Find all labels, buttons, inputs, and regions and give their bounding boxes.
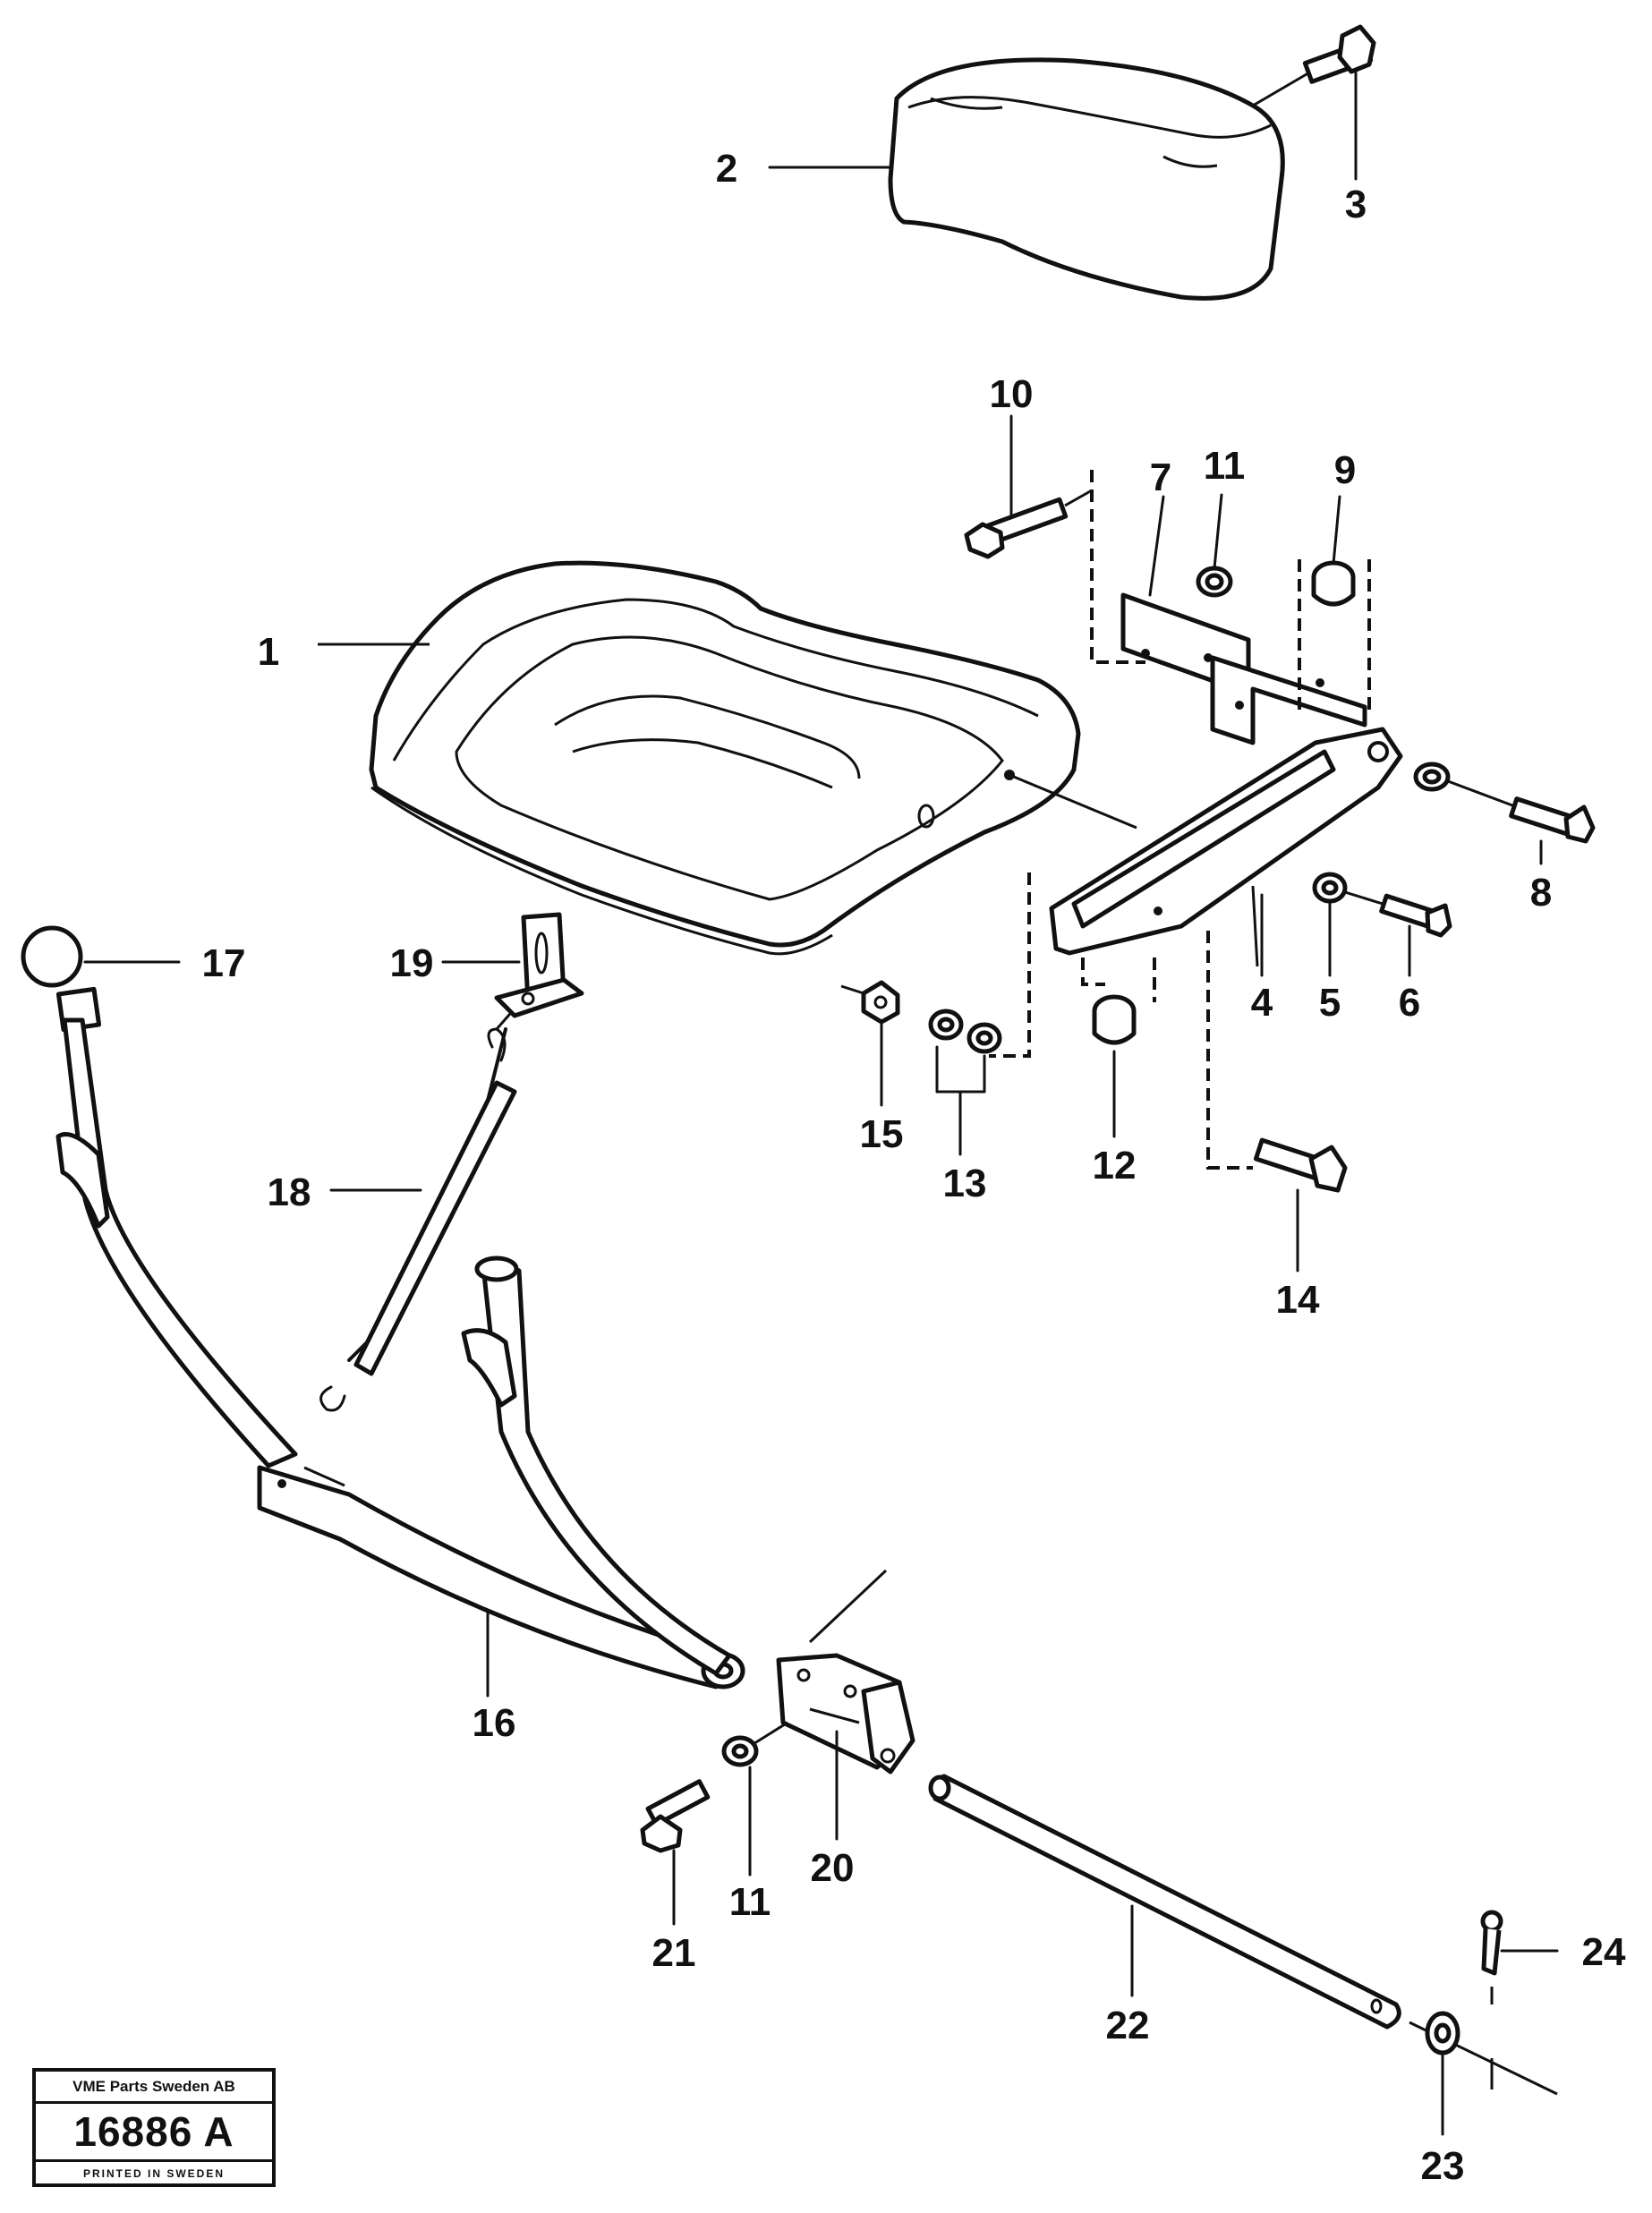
callout-15: 15 xyxy=(860,1112,904,1156)
leader-lines xyxy=(83,70,1559,2136)
callout-19: 19 xyxy=(390,941,434,985)
callout-22: 22 xyxy=(1106,2004,1150,2047)
bolt-part xyxy=(1302,24,1376,179)
callout-2: 2 xyxy=(716,147,737,191)
pivot-and-shaft xyxy=(640,1569,1558,2096)
seat-cushion-part xyxy=(318,560,1137,956)
callout-4: 4 xyxy=(1251,981,1273,1025)
callout-16: 16 xyxy=(473,1701,516,1745)
stamp-printed-in: PRINTED IN SWEDEN xyxy=(82,2167,225,2180)
callout-14: 14 xyxy=(1276,1278,1320,1322)
callout-labels: 1 2 3 4 5 6 7 8 9 10 11 11 12 13 14 15 1… xyxy=(202,147,1626,2188)
bracket-assembly xyxy=(840,470,1403,1170)
callout-17: 17 xyxy=(202,941,246,985)
callout-18: 18 xyxy=(268,1170,311,1214)
callout-11-lower: 11 xyxy=(729,1880,771,1924)
bolts-and-washers xyxy=(964,489,1596,1193)
callout-7: 7 xyxy=(1150,455,1171,499)
callout-9: 9 xyxy=(1334,448,1356,492)
callout-6: 6 xyxy=(1399,981,1420,1025)
callout-3: 3 xyxy=(1345,183,1367,226)
stamp-document-number: 16886 A xyxy=(36,2104,272,2162)
callout-12: 12 xyxy=(1093,1144,1137,1187)
callout-13: 13 xyxy=(943,1162,987,1205)
callout-8: 8 xyxy=(1530,871,1552,915)
stamp-company: VME Parts Sweden AB xyxy=(36,2072,272,2104)
drawing-stamp: VME Parts Sweden AB 16886 A PRINTED IN S… xyxy=(32,2068,276,2187)
callout-20: 20 xyxy=(811,1846,855,1890)
callout-10: 10 xyxy=(990,372,1034,416)
callout-1: 1 xyxy=(258,630,279,674)
headrest-part xyxy=(888,57,1312,301)
callout-5: 5 xyxy=(1319,981,1341,1025)
callout-24: 24 xyxy=(1582,1930,1626,1974)
callout-11-upper: 11 xyxy=(1204,444,1246,488)
lever-linkage xyxy=(21,912,745,1690)
callout-23: 23 xyxy=(1421,2144,1465,2188)
callout-21: 21 xyxy=(652,1931,696,1975)
